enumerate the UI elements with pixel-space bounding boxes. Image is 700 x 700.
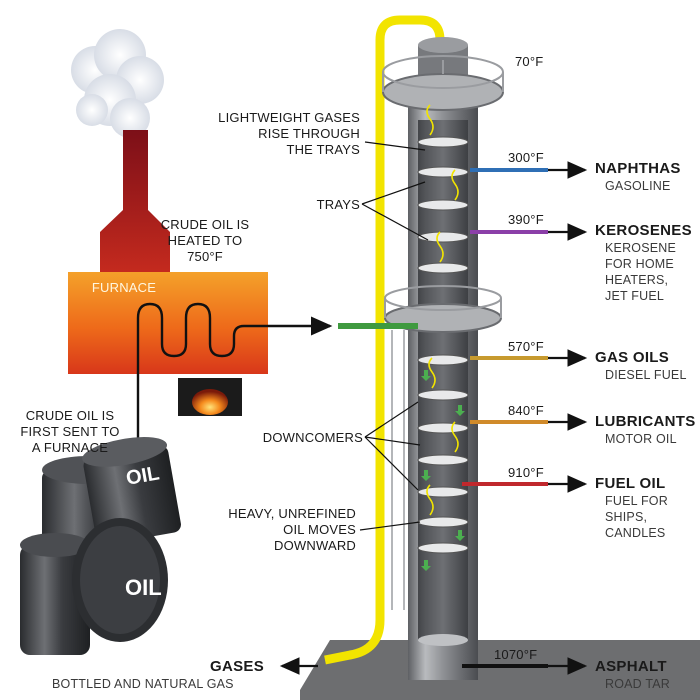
gases-use: BOTTLED AND NATURAL GAS — [52, 677, 234, 691]
lightweight-line2: RISE THROUGH — [258, 126, 360, 141]
furnace-pipe — [136, 302, 333, 380]
vapour-arrows — [426, 104, 459, 516]
kerosenes-use-1: KEROSENE — [605, 241, 677, 255]
crude-heated-note: CRUDE OIL IS HEATED TO 750°F — [150, 217, 260, 265]
heavy-oil-note: HEAVY, UNREFINED OIL MOVES DOWNWARD — [200, 506, 356, 554]
crude-sent-note: CRUDE OIL IS FIRST SENT TO A FURNACE — [10, 408, 130, 456]
temp-gas-oils: 570°F — [508, 339, 544, 354]
trays — [417, 136, 469, 554]
product-asphalt: ASPHALT ROAD TAR — [595, 658, 700, 692]
gas-oils-use: DIESEL FUEL — [605, 368, 687, 382]
leader-lines — [359, 141, 429, 531]
product-gases: GASES BOTTLED AND NATURAL GAS — [52, 658, 272, 692]
temp-naphthas: 300°F — [508, 150, 544, 165]
top-platform — [382, 73, 504, 111]
ladder — [391, 330, 405, 610]
heavy-line3: DOWNWARD — [274, 538, 356, 553]
oil-barrels: OIL OIL — [20, 437, 181, 655]
smoke-cloud — [71, 29, 164, 138]
kerosenes-use-2: FOR HOME — [605, 257, 674, 271]
temp-fuel-oil: 910°F — [508, 465, 544, 480]
temp-asphalt: 1070°F — [494, 647, 538, 662]
lightweight-line1: LIGHTWEIGHT GASES — [218, 110, 360, 125]
product-naphthas: NAPHTHAS GASOLINE — [595, 160, 700, 194]
kerosenes-use-3: HEATERS, — [605, 273, 669, 287]
asphalt-name: ASPHALT — [595, 658, 667, 675]
heavy-line1: HEAVY, UNREFINED — [228, 506, 356, 521]
lubricants-use: MOTOR OIL — [605, 432, 677, 446]
kerosenes-name: KEROSENES — [595, 222, 692, 239]
gas-oils-name: GAS OILS — [595, 349, 670, 366]
crude-heated-line2: HEATED TO — [167, 233, 243, 248]
fuel-oil-use-3: CANDLES — [605, 526, 666, 540]
downcomers-label: DOWNCOMERS — [262, 430, 363, 445]
heavy-line2: OIL MOVES — [283, 522, 356, 537]
gas-pipe — [324, 15, 445, 665]
barrel-brand-2: OIL — [125, 575, 162, 600]
temp-kerosenes: 390°F — [508, 212, 544, 227]
crude-sent-line1: CRUDE OIL IS — [25, 408, 115, 423]
lightweight-line3: THE TRAYS — [286, 142, 360, 157]
fuel-oil-use-1: FUEL FOR — [605, 494, 668, 508]
product-gas-oils: GAS OILS DIESEL FUEL — [595, 349, 700, 383]
product-fuel-oil: FUEL OIL FUEL FOR SHIPS, CANDLES — [595, 475, 700, 541]
temp-lubricants: 840°F — [508, 403, 544, 418]
furnace-box — [68, 272, 268, 374]
lightweight-gases-note: LIGHTWEIGHT GASES RISE THROUGH THE TRAYS — [190, 110, 360, 158]
lubricants-name: LUBRICANTS — [595, 413, 696, 430]
fire-icon — [192, 389, 228, 415]
naphthas-name: NAPHTHAS — [595, 160, 681, 177]
product-lubricants: LUBRICANTS MOTOR OIL — [595, 413, 700, 447]
naphthas-use: GASOLINE — [605, 179, 671, 193]
crude-heated-line3: 750°F — [187, 249, 223, 264]
asphalt-use: ROAD TAR — [605, 677, 671, 691]
crude-sent-line2: FIRST SENT TO — [20, 424, 120, 439]
crude-heated-line1: CRUDE OIL IS — [160, 217, 250, 232]
temp-top: 70°F — [515, 54, 544, 69]
ground-slab — [300, 640, 700, 700]
downflow-arrows — [421, 370, 465, 571]
chimney — [100, 130, 170, 272]
trays-label: TRAYS — [316, 197, 360, 212]
gases-name: GASES — [209, 658, 264, 675]
product-kerosenes: KEROSENES KEROSENE FOR HOME HEATERS, JET… — [595, 222, 700, 304]
fuel-oil-name: FUEL OIL — [595, 475, 666, 492]
crude-sent-line3: A FURNACE — [31, 440, 109, 455]
furnace-label: FURNACE — [91, 280, 157, 295]
kerosenes-use-4: JET FUEL — [605, 289, 665, 303]
fuel-oil-use-2: SHIPS, — [605, 510, 648, 524]
